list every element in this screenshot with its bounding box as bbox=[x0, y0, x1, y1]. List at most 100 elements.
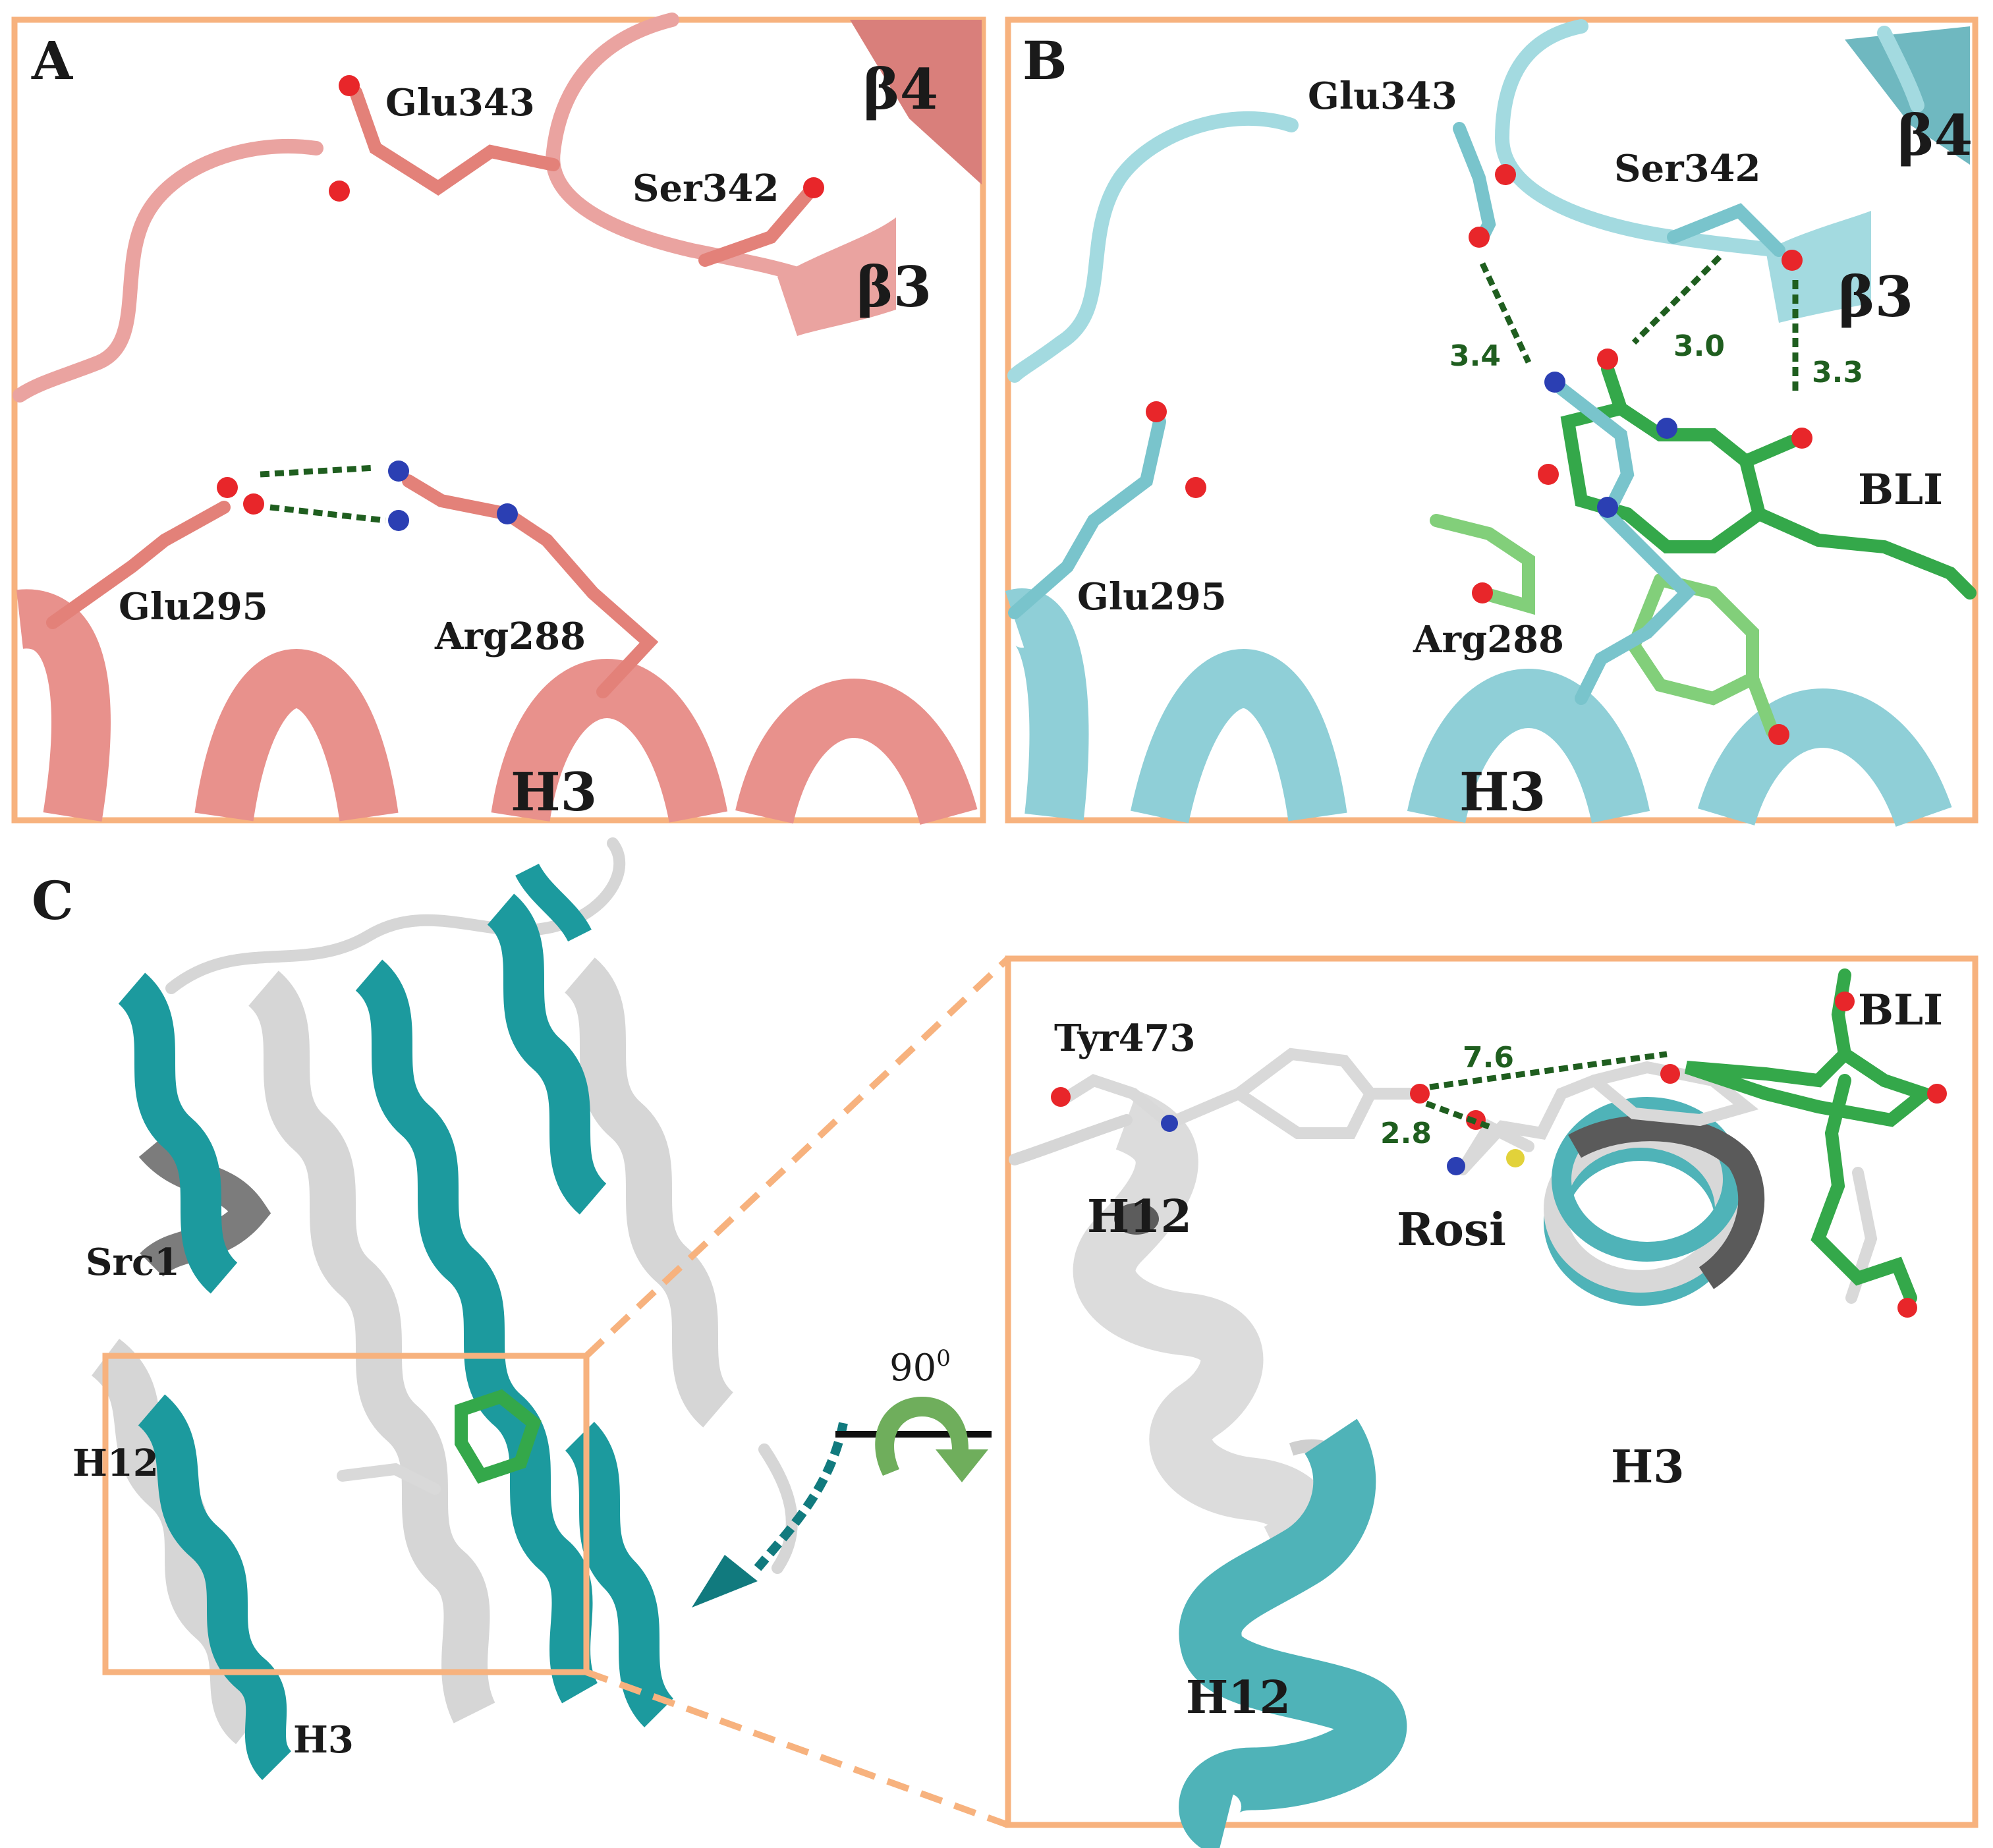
inset-bli-chain bbox=[1811, 1074, 1917, 1304]
panel-a-hbond-2 bbox=[269, 504, 386, 524]
panel-a-arg288-sticks bbox=[402, 474, 659, 698]
panel-c-grey-helix-right bbox=[563, 957, 735, 1428]
inset-bli-oxygen bbox=[1835, 992, 1855, 1011]
panel-c-connector-bottom bbox=[585, 1669, 1009, 1828]
panel-b-bli-oxygen4 bbox=[1472, 582, 1493, 603]
panel-a-arg288-nitrogen2 bbox=[388, 510, 409, 531]
panel-a-label-arg288: Arg288 bbox=[434, 615, 586, 658]
inset-helix-h12-grey bbox=[1073, 1090, 1335, 1583]
panel-c-rosi-ligand bbox=[337, 1463, 441, 1495]
panel-b-beta3-strand bbox=[1766, 211, 1871, 323]
panel-a-hbond-1 bbox=[260, 464, 376, 478]
panel-b-glu295-oxygen2 bbox=[1185, 477, 1206, 498]
panel-a-arg288-nitrogen3 bbox=[497, 503, 518, 524]
panel-b: B Glu343 Ser342 β4 β3 3.4 3.0 3.3 BLI Gl… bbox=[1005, 16, 1979, 827]
panel-b-hbond-2 bbox=[1631, 254, 1722, 345]
panel-a-loop-left bbox=[13, 139, 323, 403]
panel-b-distance-2: 3.0 bbox=[1673, 329, 1725, 363]
inset-tyr473-nitrogen bbox=[1161, 1115, 1178, 1132]
inset-rosi-chain bbox=[1457, 1075, 1600, 1175]
panel-b-label-glu295: Glu295 bbox=[1077, 575, 1227, 619]
inset-label-h3: H3 bbox=[1611, 1441, 1685, 1494]
panel-b-bli-carbonyl bbox=[1739, 435, 1799, 468]
panel-b-bli-lower-tail bbox=[1746, 672, 1779, 738]
panel-a: A Glu343 Ser342 β4 β3 Glu295 Arg288 H3 bbox=[11, 13, 986, 826]
panel-c-teal-helix-upper bbox=[486, 893, 607, 1215]
inset-hbond-2 bbox=[1425, 1100, 1490, 1130]
panel-a-ser342-oxygen bbox=[803, 177, 824, 198]
panel-b-helix-mid bbox=[1131, 649, 1347, 824]
inset-h3-ring-teal2 bbox=[1552, 1097, 1743, 1262]
panel-a-label-ser342: Ser342 bbox=[632, 167, 779, 210]
panel-a-ser342-sticks bbox=[698, 184, 817, 267]
inset-panel: Tyr473 BLI 7.6 2.8 Rosi H12 H3 H12 bbox=[1005, 955, 1979, 1848]
panel-b-bli-tail bbox=[1753, 507, 1977, 600]
panel-b-bli-lower-ring bbox=[1626, 573, 1759, 706]
panel-c-grey-loop-top bbox=[165, 837, 626, 994]
inset-rosi-nitrogen bbox=[1447, 1157, 1465, 1175]
panel-b-loop-left bbox=[1007, 111, 1299, 383]
panel-c-rotation-sup: 0 bbox=[936, 1345, 951, 1372]
panel-b-bli-oxygen2 bbox=[1597, 349, 1618, 370]
inset-helix-h12-teal bbox=[1179, 1418, 1407, 1848]
panel-b-label-beta3: β3 bbox=[1838, 264, 1913, 329]
inset-helix-h12-shade bbox=[1114, 1203, 1159, 1235]
panel-a-helix-left bbox=[16, 589, 111, 822]
inset-bli-oxygen4 bbox=[1660, 1064, 1680, 1084]
panel-b-bli-ester bbox=[1430, 514, 1535, 615]
panel-c-grey-loop-right bbox=[758, 1443, 798, 1574]
panel-a-label-h3: H3 bbox=[511, 761, 597, 823]
inset-bli-oxygen2 bbox=[1927, 1084, 1947, 1104]
panel-c-teal-helix-top bbox=[515, 863, 592, 942]
panel-a-glu343-sticks bbox=[349, 86, 560, 196]
panel-b-label-arg288: Arg288 bbox=[1413, 618, 1564, 661]
panel-b-distance-3: 3.3 bbox=[1812, 356, 1863, 389]
inset-label-rosi: Rosi bbox=[1397, 1204, 1506, 1256]
panel-c-rotation-label: 900 bbox=[889, 1345, 951, 1389]
panel-b-glu295-oxygen bbox=[1146, 401, 1167, 422]
inset-frame bbox=[1005, 955, 1979, 1828]
panel-c-label-h3: H3 bbox=[293, 1718, 354, 1762]
panel-a-helix-mid bbox=[194, 649, 399, 822]
panel-a-label-glu343: Glu343 bbox=[385, 81, 535, 125]
inset-grey-loop bbox=[1009, 1114, 1133, 1165]
inset-rosi-benzene bbox=[1588, 1061, 1759, 1127]
panel-b-label-beta4: β4 bbox=[1897, 103, 1973, 168]
panel-c-rotation-value: 90 bbox=[889, 1347, 936, 1389]
panel-a-label-glu295: Glu295 bbox=[119, 585, 268, 629]
inset-tyr473-oxygen2 bbox=[1051, 1087, 1071, 1107]
panel-b-loop-top bbox=[1877, 26, 1924, 113]
panel-b-bli-oxygen bbox=[1791, 428, 1812, 449]
inset-label-h12-top: H12 bbox=[1087, 1190, 1192, 1243]
panel-a-glu295-sticks bbox=[46, 501, 231, 629]
panel-b-loop-right bbox=[1494, 19, 1786, 258]
panel-b-bli-ligand bbox=[1430, 349, 1977, 745]
panel-c-rotation-indicator: 900 bbox=[835, 1345, 992, 1482]
panel-b-bli-oxygen5 bbox=[1768, 724, 1789, 745]
panel-a-glu295-oxygen2 bbox=[243, 493, 264, 515]
panel-b-bli-top bbox=[1601, 362, 1627, 415]
panel-a-loop-right bbox=[546, 13, 831, 291]
inset-tyr473-ring bbox=[1164, 1048, 1378, 1139]
inset-rosi-sulfur bbox=[1506, 1149, 1525, 1167]
inset-tyr473-backbone bbox=[1061, 1074, 1175, 1129]
panel-b-bli-oxygen3 bbox=[1538, 464, 1559, 485]
panel-c-teal-helix-bottom-right bbox=[564, 1422, 675, 1727]
inset-label-tyr473: Tyr473 bbox=[1054, 1017, 1195, 1060]
panel-b-distance-1: 3.4 bbox=[1449, 339, 1501, 373]
inset-bli-top bbox=[1831, 968, 1851, 1061]
panel-c-teal-helix-left bbox=[117, 972, 239, 1294]
panel-a-glu343-oxygen bbox=[339, 75, 360, 96]
inset-label-bli: BLI bbox=[1858, 986, 1943, 1035]
panel-b-label-bli: BLI bbox=[1858, 465, 1943, 515]
panel-b-arg288-nitrogen bbox=[1544, 372, 1565, 393]
panel-c-rotation-arrow bbox=[875, 1397, 988, 1482]
panel-c-teal-strand bbox=[692, 1555, 758, 1608]
inset-bli-rings bbox=[1684, 1046, 1938, 1127]
panel-a-glu343-oxygen2 bbox=[329, 181, 350, 202]
panel-a-beta4-strand bbox=[850, 20, 982, 184]
panel-a-glu295-oxygen bbox=[217, 477, 238, 498]
panel-b-glu343-oxygen bbox=[1495, 164, 1516, 185]
panel-c-teal-loop-dashed bbox=[754, 1422, 848, 1571]
